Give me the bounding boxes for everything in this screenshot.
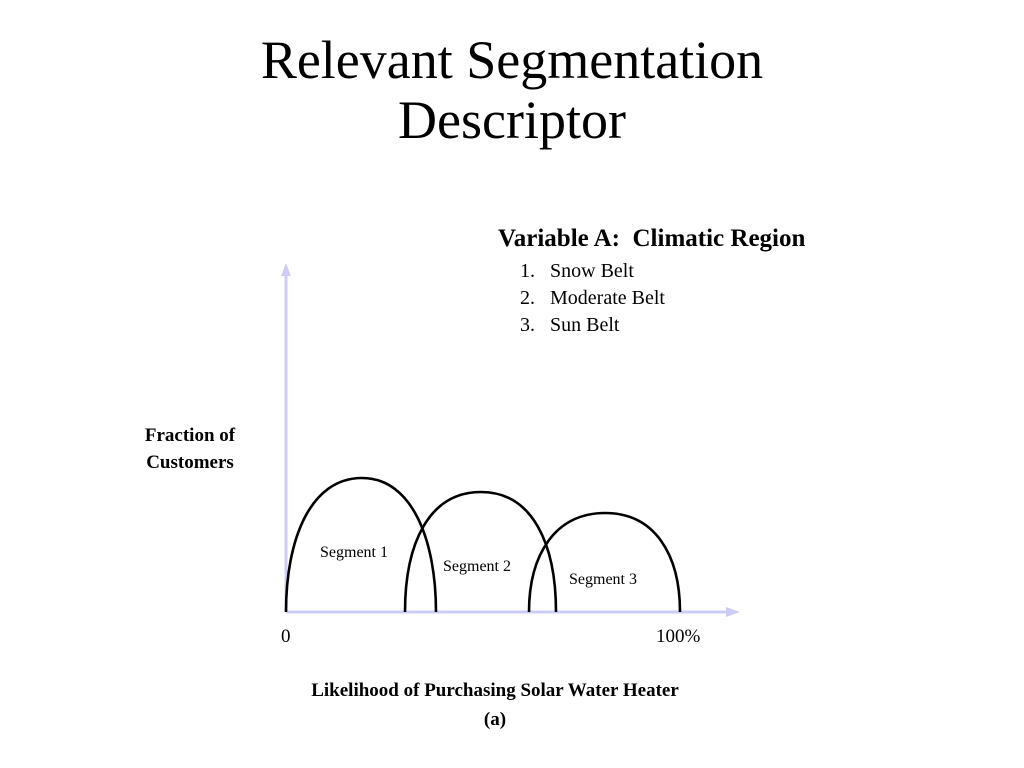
list-item-label: Snow Belt [550,260,634,282]
slide-title: Relevant Segmentation Descriptor [0,30,1024,150]
list-item-label: Moderate Belt [550,287,665,309]
variable-heading: Variable A: Climatic Region [498,225,806,252]
list-item-number: 1. [520,260,535,282]
x-axis-label: Likelihood of Purchasing Solar Water Hea… [200,676,790,734]
y-axis-label: Fraction of Customers [120,422,260,476]
segment-2-curve [403,490,558,613]
x-axis-start-label: 0 [281,626,291,647]
list-item: 2. Moderate Belt [520,285,898,312]
x-axis-label-line-1: Likelihood of Purchasing Solar Water Hea… [311,680,679,701]
slide-title-line-1: Relevant Segmentation [260,30,764,90]
list-item: 3. Sun Belt [520,312,898,339]
figure-caption: (a) [483,709,507,730]
y-axis-arrowhead [281,263,291,276]
list-item: 1. Snow Belt [520,258,898,285]
list-item-number: 2. [520,287,535,309]
segment-3-curve [527,511,682,613]
y-axis-label-line-2: Customers [146,452,234,473]
x-axis-arrowhead [726,607,740,617]
list-item-number: 3. [520,314,535,336]
x-axis-end-label: 100% [656,626,701,647]
segment-3-label: Segment 3 [569,571,637,588]
segment-1-curve [284,476,438,613]
slide-title-line-2: Descriptor [398,90,626,150]
segment-1-label: Segment 1 [320,544,388,561]
list-item-label: Sun Belt [550,314,620,336]
variable-block: Variable A: Climatic Region 1. Snow Belt … [498,224,898,339]
variable-list: 1. Snow Belt 2. Moderate Belt 3. Sun Belt [520,258,898,339]
y-axis-label-line-1: Fraction of [144,425,236,446]
segment-2-label: Segment 2 [443,558,511,575]
